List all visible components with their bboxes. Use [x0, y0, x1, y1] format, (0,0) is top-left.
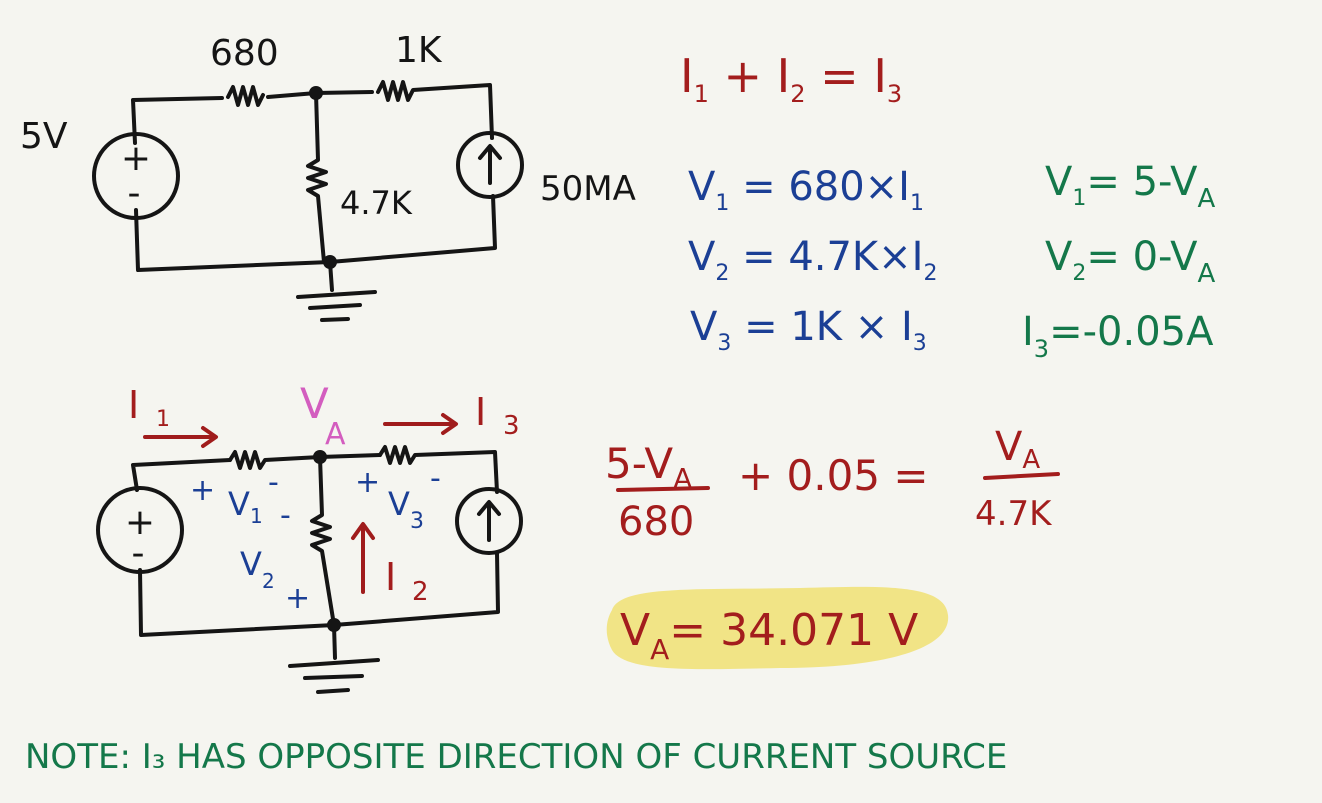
vsource-minus: - [128, 173, 141, 214]
label-i3: I [475, 390, 486, 434]
label-i1: I [128, 383, 139, 427]
fraction2-denominator: 4.7K [975, 494, 1053, 534]
wire-bottom [138, 551, 500, 637]
voltage-source [96, 486, 184, 574]
kcl-text: I1 + I2 = I3 [680, 49, 902, 108]
label-50ma: 50MA [540, 169, 636, 209]
fraction1-numerator: 5-VA [605, 439, 692, 495]
note-text: NOTE: I₃ HAS OPPOSITE DIRECTION OF CURRE… [25, 737, 1007, 777]
label-v1-sub: 1 [250, 504, 263, 528]
current-source-arrow [478, 144, 502, 185]
label-v3-sub: 3 [410, 509, 424, 534]
circuit-1: + - 680 1K 5V 4.7K 50MA [20, 30, 636, 322]
ground-symbol [296, 290, 377, 322]
ohm-equations: V1 = 680×I1 V2 = 4.7K×I2 V3 = 1K × I3 [688, 164, 937, 356]
wire [131, 96, 224, 145]
ohm-eq-3: V3 = 1K × I3 [690, 304, 927, 356]
node-equations: V1= 5-VA V2= 0-VA I3=-0.05A [1022, 159, 1216, 363]
i2-arrow-icon [351, 522, 375, 594]
ohm-eq-2: V2 = 4.7K×I2 [688, 234, 937, 286]
resistor-1k [378, 445, 499, 494]
node-dot [327, 618, 341, 632]
kcl-i1-sub: 1 [694, 80, 709, 108]
label-va: V [300, 379, 329, 428]
resistor-4-7k [306, 91, 328, 264]
resistor-680 [226, 85, 265, 107]
vsource-plus: + [121, 138, 151, 179]
label-5v: 5V [20, 116, 68, 157]
label-v1: V [228, 485, 250, 523]
label-i2: I [385, 555, 396, 599]
v1-plus: + [190, 473, 215, 508]
label-4-7k: 4.7K [340, 184, 413, 222]
v3-plus: + [355, 465, 380, 500]
ohm-eq-1: V1 = 680×I1 [688, 164, 924, 216]
current-source-arrow [477, 500, 501, 542]
v2-minus: - [280, 498, 291, 533]
node-dot [309, 86, 323, 100]
fraction1-denominator: 680 [618, 499, 694, 545]
wire-bottom [134, 194, 497, 272]
resistor-4-7k [310, 455, 336, 627]
kcl-equation: I1 + I2 = I3 [680, 49, 902, 108]
resistor-680 [228, 450, 382, 470]
nodal-equation: 5-VA 680 + 0.05 = VA 4.7K [605, 424, 1060, 545]
resistor-1k [376, 80, 494, 140]
fraction2-bar [983, 472, 1060, 480]
label-i3-sub: 3 [503, 411, 520, 441]
node-eq-3: I3=-0.05A [1022, 309, 1214, 363]
label-v2-sub: 2 [262, 569, 275, 593]
kcl-i3-sub: 3 [887, 80, 902, 108]
node-dot [323, 255, 337, 269]
label-v3: V [388, 485, 410, 523]
v2-plus: + [285, 581, 310, 616]
current-source [456, 131, 524, 199]
fraction2-numerator: VA [995, 424, 1040, 475]
vsource-minus: - [132, 533, 145, 574]
kcl-i2-sub: 2 [790, 80, 805, 108]
ground-symbol [288, 658, 380, 694]
kcl-i1: I [680, 49, 694, 103]
node-eq-1: V1= 5-VA [1045, 159, 1216, 214]
current-source [455, 487, 523, 555]
nodal-middle: + 0.05 = [738, 451, 929, 500]
fraction1-bar [616, 486, 710, 492]
label-680: 680 [210, 33, 279, 74]
v3-minus: - [430, 461, 441, 496]
result: VA= 34.071 V [606, 586, 949, 670]
kcl-plus: + [709, 49, 777, 103]
circuit-2: + - I 1 V A I 3 I 2 + V 1 - - V 2 + + V … [96, 379, 523, 694]
label-v2: V [240, 545, 262, 583]
node-eq-2: V2= 0-VA [1045, 234, 1216, 289]
label-i2-sub: 2 [412, 577, 429, 607]
vsource-plus: + [125, 502, 155, 543]
label-va-sub: A [325, 417, 346, 452]
node-dot [313, 450, 327, 464]
voltage-source [92, 132, 180, 220]
v1-minus: - [268, 465, 279, 500]
i1-arrow-icon [143, 426, 218, 448]
kcl-eq: = [806, 49, 874, 103]
result-text: VA= 34.071 V [620, 605, 918, 666]
kcl-i2: I [777, 49, 791, 103]
i3-arrow-icon [383, 413, 458, 435]
label-i1-sub: 1 [156, 407, 170, 432]
wire [131, 458, 232, 492]
label-1k: 1K [395, 30, 443, 71]
highlight-blob [606, 586, 949, 670]
kcl-i3: I [873, 49, 887, 103]
